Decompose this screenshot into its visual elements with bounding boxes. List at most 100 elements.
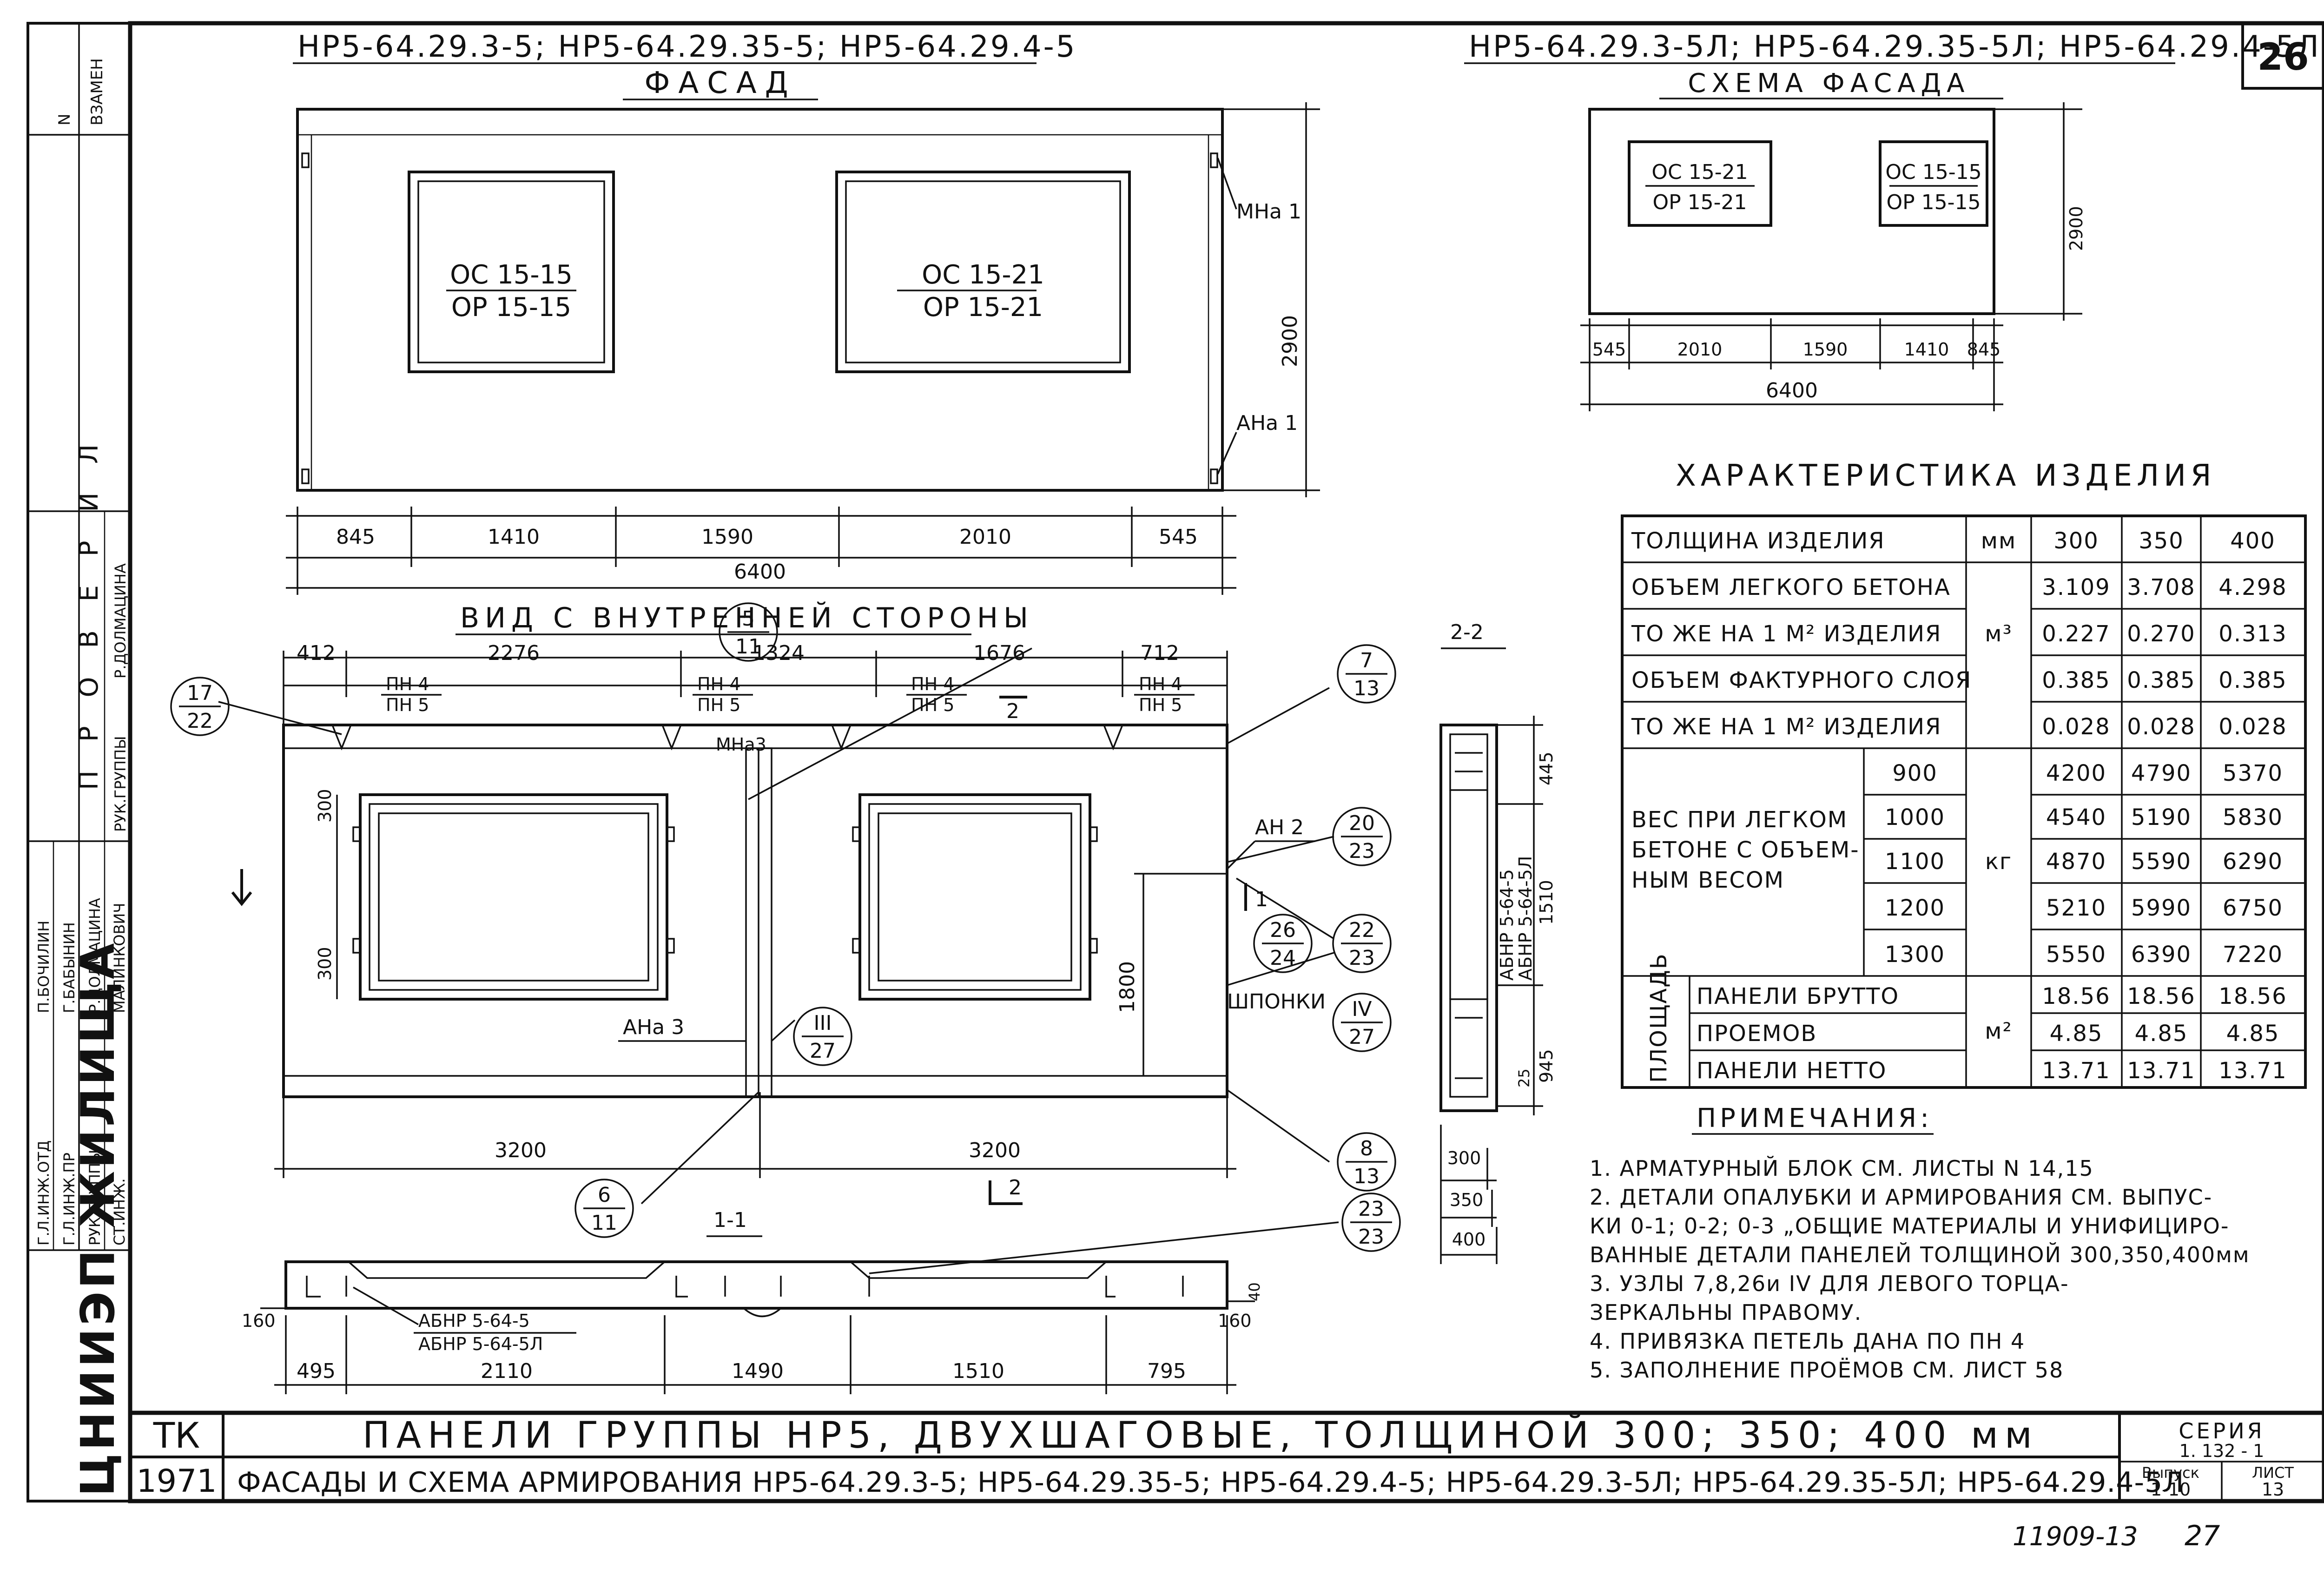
- weight-label-1: ВЕС ПРИ ЛЕГКОМ: [1631, 807, 1848, 833]
- tag-mna3: МНа3: [716, 734, 766, 755]
- char-rows: ТОЛЩИНА ИЗДЕЛИЯ мм 300 350 400 ОБЪЕМ ЛЕГ…: [1631, 528, 2287, 1083]
- tag-mna1: МНа 1: [1236, 200, 1301, 224]
- inner-window-1: [352, 793, 675, 1001]
- bubble-bottom: 22: [187, 709, 213, 733]
- pn4-3: ПН 4: [911, 674, 954, 694]
- name-4: МАЛИНКОВИЧ: [111, 903, 128, 1013]
- weight-value: 6750: [2223, 895, 2283, 921]
- area-value: 4.85: [2135, 1021, 2188, 1047]
- section-22-dim-1: 445: [1536, 751, 1557, 785]
- row-volume-m2-v1: 0.227: [2042, 621, 2110, 647]
- scheme-codes: НР5-64.29.3-5Л; НР5-64.29.35-5Л; НР5-64.…: [1469, 30, 2321, 64]
- weight-density: 1000: [1885, 804, 1945, 830]
- facade-win2-top: ОС 15-21: [922, 260, 1044, 290]
- row-volume-unit: м³: [1985, 621, 2012, 647]
- row-volume-m2-label: ТО ЖЕ НА 1 М² ИЗДЕЛИЯ: [1631, 621, 1941, 647]
- bubble-bottom: 13: [1353, 1165, 1380, 1188]
- facade-dim-5: 545: [1159, 525, 1198, 549]
- inner-bottom-dim-1: 3200: [495, 1139, 547, 1162]
- tag-shponki: ШПОНКИ: [1227, 990, 1326, 1014]
- facade-win1-bot: ОР 15-15: [451, 292, 571, 323]
- scheme-dim-3: 1590: [1803, 339, 1848, 360]
- bubble-top: 17: [187, 681, 213, 705]
- section-11-abnr-2: АБНР 5-64-5Л: [418, 1334, 543, 1354]
- left-strip: N ВЗАМЕН П Р О В Е Р И Л РУК.ГРУППЫ Р.ДО…: [26, 22, 132, 1503]
- scheme-win1-top: ОС 15-21: [1651, 160, 1748, 184]
- weight-density: 1300: [1885, 942, 1945, 968]
- bubble-top: 26: [1270, 918, 1296, 942]
- inner-top-dim-4: 1676: [973, 641, 1025, 665]
- svg-text:2: 2: [1009, 1176, 1022, 1199]
- tb-year: 1971: [136, 1463, 217, 1500]
- bubble-bottom: 11: [591, 1211, 617, 1235]
- section-22-dim-3: 945: [1536, 1049, 1557, 1083]
- sheet-number-box: 26: [2241, 22, 2324, 90]
- row-thickness-unit: мм: [1981, 528, 2016, 554]
- proveril-label: П Р О В Е Р И Л: [74, 434, 104, 790]
- bubble-top: 6: [598, 1183, 611, 1207]
- tag-an2: АН 2: [1255, 816, 1304, 839]
- section-1-1: 1-1 160 160 40 АБНР 5-64-5 АБНР 5-64-5Л …: [242, 1208, 1263, 1394]
- row-thickness-v2: 350: [2139, 528, 2184, 554]
- facade-window-1: ОС 15-15 ОР 15-15: [408, 171, 615, 373]
- bubble-bottom: 27: [1349, 1025, 1375, 1049]
- weight-density: 1100: [1885, 849, 1945, 875]
- detail-bubble: 713: [1337, 644, 1396, 704]
- facade-title: ФАСАД: [644, 66, 796, 100]
- row-volume-m2-v2: 0.270: [2127, 621, 2195, 647]
- role-3: РУК.ГРУППЫ: [86, 1150, 104, 1246]
- inner-view: ВИД С ВНУТРЕННЕЙ СТОРОНЫ 412 2276 1324 1…: [218, 601, 1339, 1274]
- section-11-outline: [284, 1260, 1228, 1310]
- pn5-4: ПН 5: [1139, 695, 1182, 715]
- weight-value: 5550: [2046, 942, 2106, 968]
- note-line: 4. ПРИВЯЗКА ПЕТЕЛЬ ДАНА ПО ПН 4: [1590, 1329, 2025, 1354]
- footer-page: 27: [2185, 1520, 2220, 1552]
- series-label: СЕРИЯ: [2179, 1418, 2265, 1443]
- weight-value: 5830: [2223, 804, 2283, 830]
- area-row-label: ПАНЕЛИ НЕТТО: [1697, 1058, 1887, 1084]
- weight-density: 1200: [1885, 895, 1945, 921]
- weight-value: 5210: [2046, 895, 2106, 921]
- row-thickness-v1: 300: [2053, 528, 2099, 554]
- scheme-win2-bot: ОР 15-15: [1886, 191, 1981, 214]
- facade-window-2: ОС 15-21 ОР 15-21: [835, 171, 1131, 373]
- row-texture-m2-v1: 0.028: [2042, 714, 2110, 740]
- series-value: 1. 132 - 1: [2179, 1441, 2265, 1461]
- section-22-dim-4: 25: [1515, 1068, 1533, 1087]
- bubble-top: 22: [1349, 918, 1375, 942]
- inner-panel: [282, 724, 1228, 1098]
- area-row-label: ПРОЕМОВ: [1697, 1021, 1817, 1047]
- inner-top-dim-1: 412: [297, 641, 336, 665]
- detail-bubble: 813: [1337, 1132, 1396, 1192]
- notes: ПРИМЕЧАНИЯ: 1. АРМАТУРНЫЙ БЛОК СМ. ЛИСТЫ…: [1590, 1103, 2249, 1383]
- dim-40: 40: [1246, 1282, 1263, 1301]
- section-22-abnr-1: АБНР 5-64-5: [1497, 869, 1517, 981]
- bubble-bottom: 23: [1349, 839, 1375, 863]
- check-role: РУК.ГРУППЫ: [112, 736, 129, 832]
- weight-density: 900: [1892, 760, 1938, 786]
- area-value: 18.56: [2218, 983, 2287, 1009]
- area-unit: м²: [1985, 1018, 2012, 1044]
- inner-top-dim-3: 1324: [753, 641, 805, 665]
- tb-tk: ТК: [153, 1415, 200, 1456]
- characteristics-table: ХАРАКТЕРИСТИКА ИЗДЕЛИЯ ТОЛЩИНА ИЗДЕЛИЯ м…: [1621, 459, 2307, 1089]
- issue-value: 1-10: [2151, 1479, 2191, 1500]
- list-label: ЛИСТ: [2252, 1464, 2294, 1482]
- note-line: КИ 0-1; 0-2; 0-3 „ОБЩИЕ МАТЕРИАЛЫ И УНИФ…: [1590, 1213, 2229, 1239]
- facade-dim-3: 1590: [701, 525, 753, 549]
- role-4: СТ.ИНЖ.: [111, 1178, 128, 1246]
- bubble-top: IV: [1352, 997, 1372, 1021]
- org-name: ЦНИИЭП ЖИЛИЩА: [71, 940, 125, 1496]
- bubble-top: 8: [1360, 1137, 1373, 1160]
- bubble-bottom: 23: [1358, 1225, 1384, 1249]
- cut-marker-2: 2: [999, 696, 1027, 723]
- dim-300-a: 300: [315, 789, 335, 823]
- row-texture-m2-v3: 0.028: [2218, 714, 2287, 740]
- area-value: 4.85: [2050, 1021, 2103, 1047]
- row-volume-m2-v3: 0.313: [2218, 621, 2287, 647]
- bubble-top: 5: [742, 607, 755, 631]
- section-11-dim-3: 1490: [732, 1359, 784, 1383]
- facade-total: 6400: [734, 560, 786, 584]
- dim-1800: 1800: [1116, 961, 1139, 1013]
